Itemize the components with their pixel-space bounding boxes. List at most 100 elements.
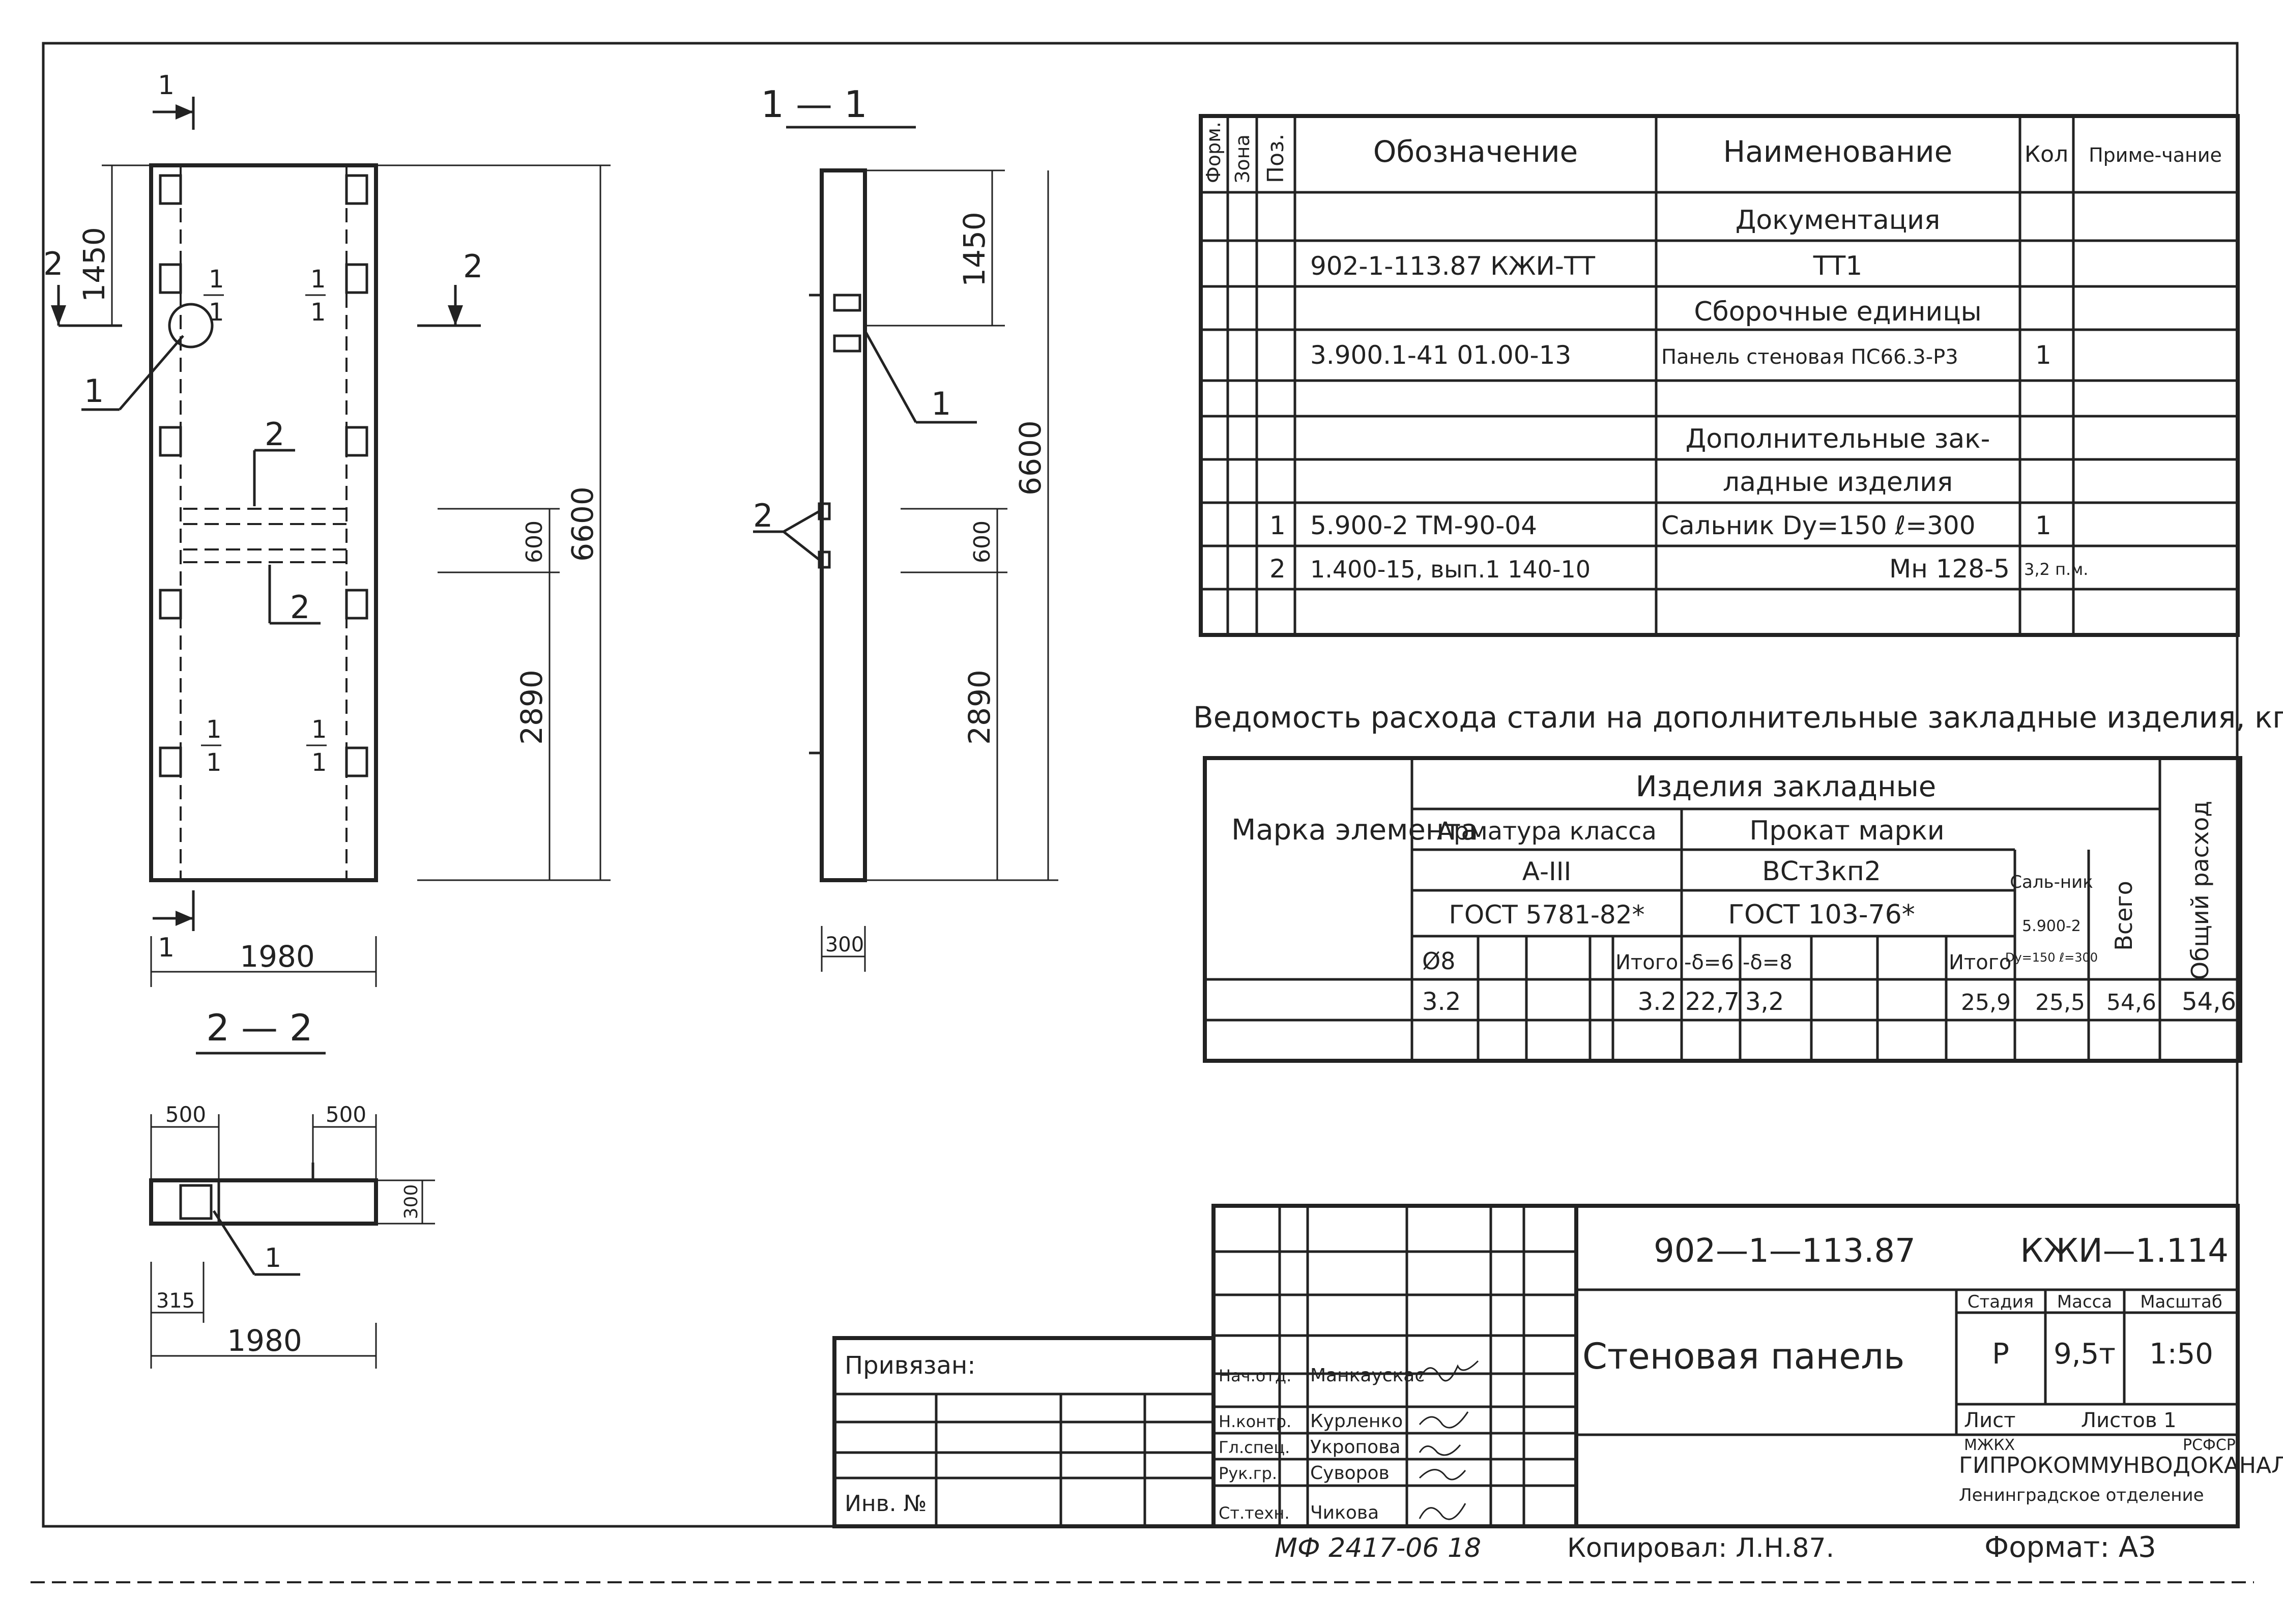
steel-rolled-gost: ГОСТ 103-76* (1728, 900, 1915, 930)
section-11-title: 1 — 1 (761, 83, 867, 126)
hdr-form: Форм. (1202, 122, 1225, 183)
svg-text:1: 1 (158, 933, 175, 963)
svg-text:1: 1 (206, 715, 222, 744)
steel-rebar-gost: ГОСТ 5781-82* (1449, 900, 1644, 930)
hdr-qty: Кол (2025, 141, 2068, 167)
role-name-4: Чикова (1310, 1502, 1379, 1523)
steel-embedded: Изделия закладные (1636, 770, 1937, 803)
val-overall: 54,6 (2182, 988, 2236, 1016)
svg-text:1: 1 (206, 748, 222, 777)
row8-pos: 2 (1269, 554, 1286, 584)
signature-1 (1419, 1411, 1469, 1429)
val-total: 54,6 (2106, 990, 2156, 1016)
steel-gland-ref: 5.900-2 (2022, 917, 2081, 935)
val-d6: 22,7 (1685, 988, 1740, 1016)
sub-itogo1: Итого (1615, 951, 1678, 974)
val-d8: 3,2 (1745, 988, 1784, 1016)
stamp-stage-h: Стадия (1968, 1292, 2034, 1312)
val-phi8: 3.2 (1422, 988, 1461, 1016)
stamp-sheet: Лист (1964, 1409, 2015, 1432)
svg-text:1: 1 (209, 298, 224, 327)
callout-2b: 2 (290, 589, 310, 626)
dim-6600-front: 6600 (565, 486, 600, 562)
panel-outline (149, 163, 378, 882)
steel-title: Ведомость расхода стали на дополнительны… (1193, 700, 2283, 735)
role-name-1: Курленко (1310, 1411, 1403, 1432)
spec-table: Форм. Зона Поз. Обозначение Наименование… (1199, 114, 2240, 637)
stamp-privyazan: Привязан: (845, 1351, 975, 1380)
row5-name: Дополнительные зак- (1686, 424, 1990, 454)
svg-text:1: 1 (311, 715, 327, 744)
row6-name: ладные изделия (1723, 467, 1953, 498)
stamp-org2: РСФСР (2183, 1436, 2236, 1454)
stamp-inv: Инв. № (845, 1491, 927, 1517)
row7-pos: 1 (1269, 511, 1286, 540)
dim-315: 315 (156, 1289, 195, 1313)
role-2: Гл.спец. (1219, 1438, 1290, 1457)
sec2-right: 2 (463, 248, 483, 285)
hdr-name: Наименование (1723, 134, 1953, 169)
footer-format: Формат: А3 (1984, 1531, 2156, 1564)
stamp-stage: Р (1992, 1338, 2009, 1371)
row7-qty: 1 (2035, 511, 2051, 540)
role-4: Ст.техн. (1219, 1503, 1290, 1523)
panel-elevation: 1 1 1 1 1 1 1 1 1 2 2 1 1 2 (43, 70, 611, 987)
title-block: 902—1—113.87 КЖИ—1.114 Стеновая панель С… (832, 1204, 2283, 1528)
footer-archive: МФ 2417-06 18 (1275, 1533, 1481, 1563)
dim-300-sec22: 300 (401, 1184, 422, 1220)
section-1-1: 1 — 1 1 2 1450 6600 600 2890 300 (753, 83, 1058, 972)
sec22-callout-1: 1 (265, 1243, 281, 1273)
signature-2 (1419, 1444, 1461, 1456)
stamp-scale-h: Масштаб (2140, 1292, 2222, 1312)
stamp-org1: МЖКХ (1964, 1436, 2015, 1454)
callout-1: 1 (84, 372, 104, 410)
row8-qty: 3,2 п.м. (2024, 560, 2088, 579)
section-2-2: 2 — 2 1 500 500 300 315 1980 (149, 1006, 435, 1369)
steel-rebar-class: А-III (1522, 857, 1571, 886)
callout-2a: 2 (265, 416, 284, 453)
signature-4 (1419, 1503, 1466, 1520)
frac-a: 1 (209, 265, 224, 294)
role-name-3: Суворов (1310, 1463, 1390, 1484)
section-11-outline (820, 168, 867, 882)
row7-name: Сальник Dy=150 ℓ=300 (1661, 511, 1976, 540)
role-1: Н.контр. (1219, 1412, 1291, 1431)
sec11-callout-2: 2 (753, 497, 773, 534)
dim-2890-front: 2890 (514, 670, 549, 745)
steel-total: Всего (2110, 881, 2137, 950)
stamp-scale: 1:50 (2149, 1338, 2213, 1371)
row3-qty: 1 (2035, 340, 2051, 370)
row3-designation: 3.900.1-41 01.00-13 (1310, 340, 1571, 370)
stamp-mass: 9,5т (2054, 1338, 2116, 1371)
sub-phi8: Ø8 (1422, 947, 1455, 975)
gland-circle (168, 303, 214, 349)
stamp-sheet-code: КЖИ—1.114 (2020, 1232, 2229, 1270)
dim-1450-sec: 1450 (957, 212, 992, 287)
footer-copied: Копировал: Л.Н.87. (1567, 1533, 1834, 1563)
row7-designation: 5.900-2 ТМ-90-04 (1310, 511, 1537, 540)
sec11-callout-1: 1 (931, 385, 951, 422)
stamp-title: Стеновая панель (1582, 1336, 1904, 1377)
sub-itogo2: Итого (1949, 951, 2011, 974)
row3-name: Панель стеновая ПС66.3-Р3 (1661, 345, 1958, 369)
sub-d6: -δ=6 (1684, 951, 1734, 974)
section-22-title: 2 — 2 (206, 1006, 312, 1049)
row8-name: Мн 128-5 (1889, 554, 2010, 584)
dim-600-front: 600 (522, 520, 547, 563)
steel-overall: Общий расход (2186, 801, 2214, 980)
steel-rebar: Арматура класса (1437, 817, 1657, 846)
dim-600-sec: 600 (969, 520, 995, 563)
role-3: Рук.гр. (1219, 1464, 1277, 1483)
dim-300-sec: 300 (825, 933, 864, 956)
val-gland: 25,5 (2035, 990, 2085, 1016)
row8-designation: 1.400-15, вып.1 140-10 (1310, 556, 1591, 583)
hdr-designation: Обозначение (1373, 134, 1578, 169)
dim-6600-sec: 6600 (1013, 420, 1048, 496)
role-name-2: Укропова (1310, 1437, 1400, 1458)
sub-d8: -δ=8 (1743, 951, 1793, 974)
row2-name: Сборочные единицы (1694, 297, 1981, 327)
stamp-org3: ГИПРОКОММУНВОДОКАНАЛ (1959, 1453, 2283, 1478)
svg-text:1: 1 (311, 748, 327, 777)
sec2-left: 2 (43, 245, 63, 282)
